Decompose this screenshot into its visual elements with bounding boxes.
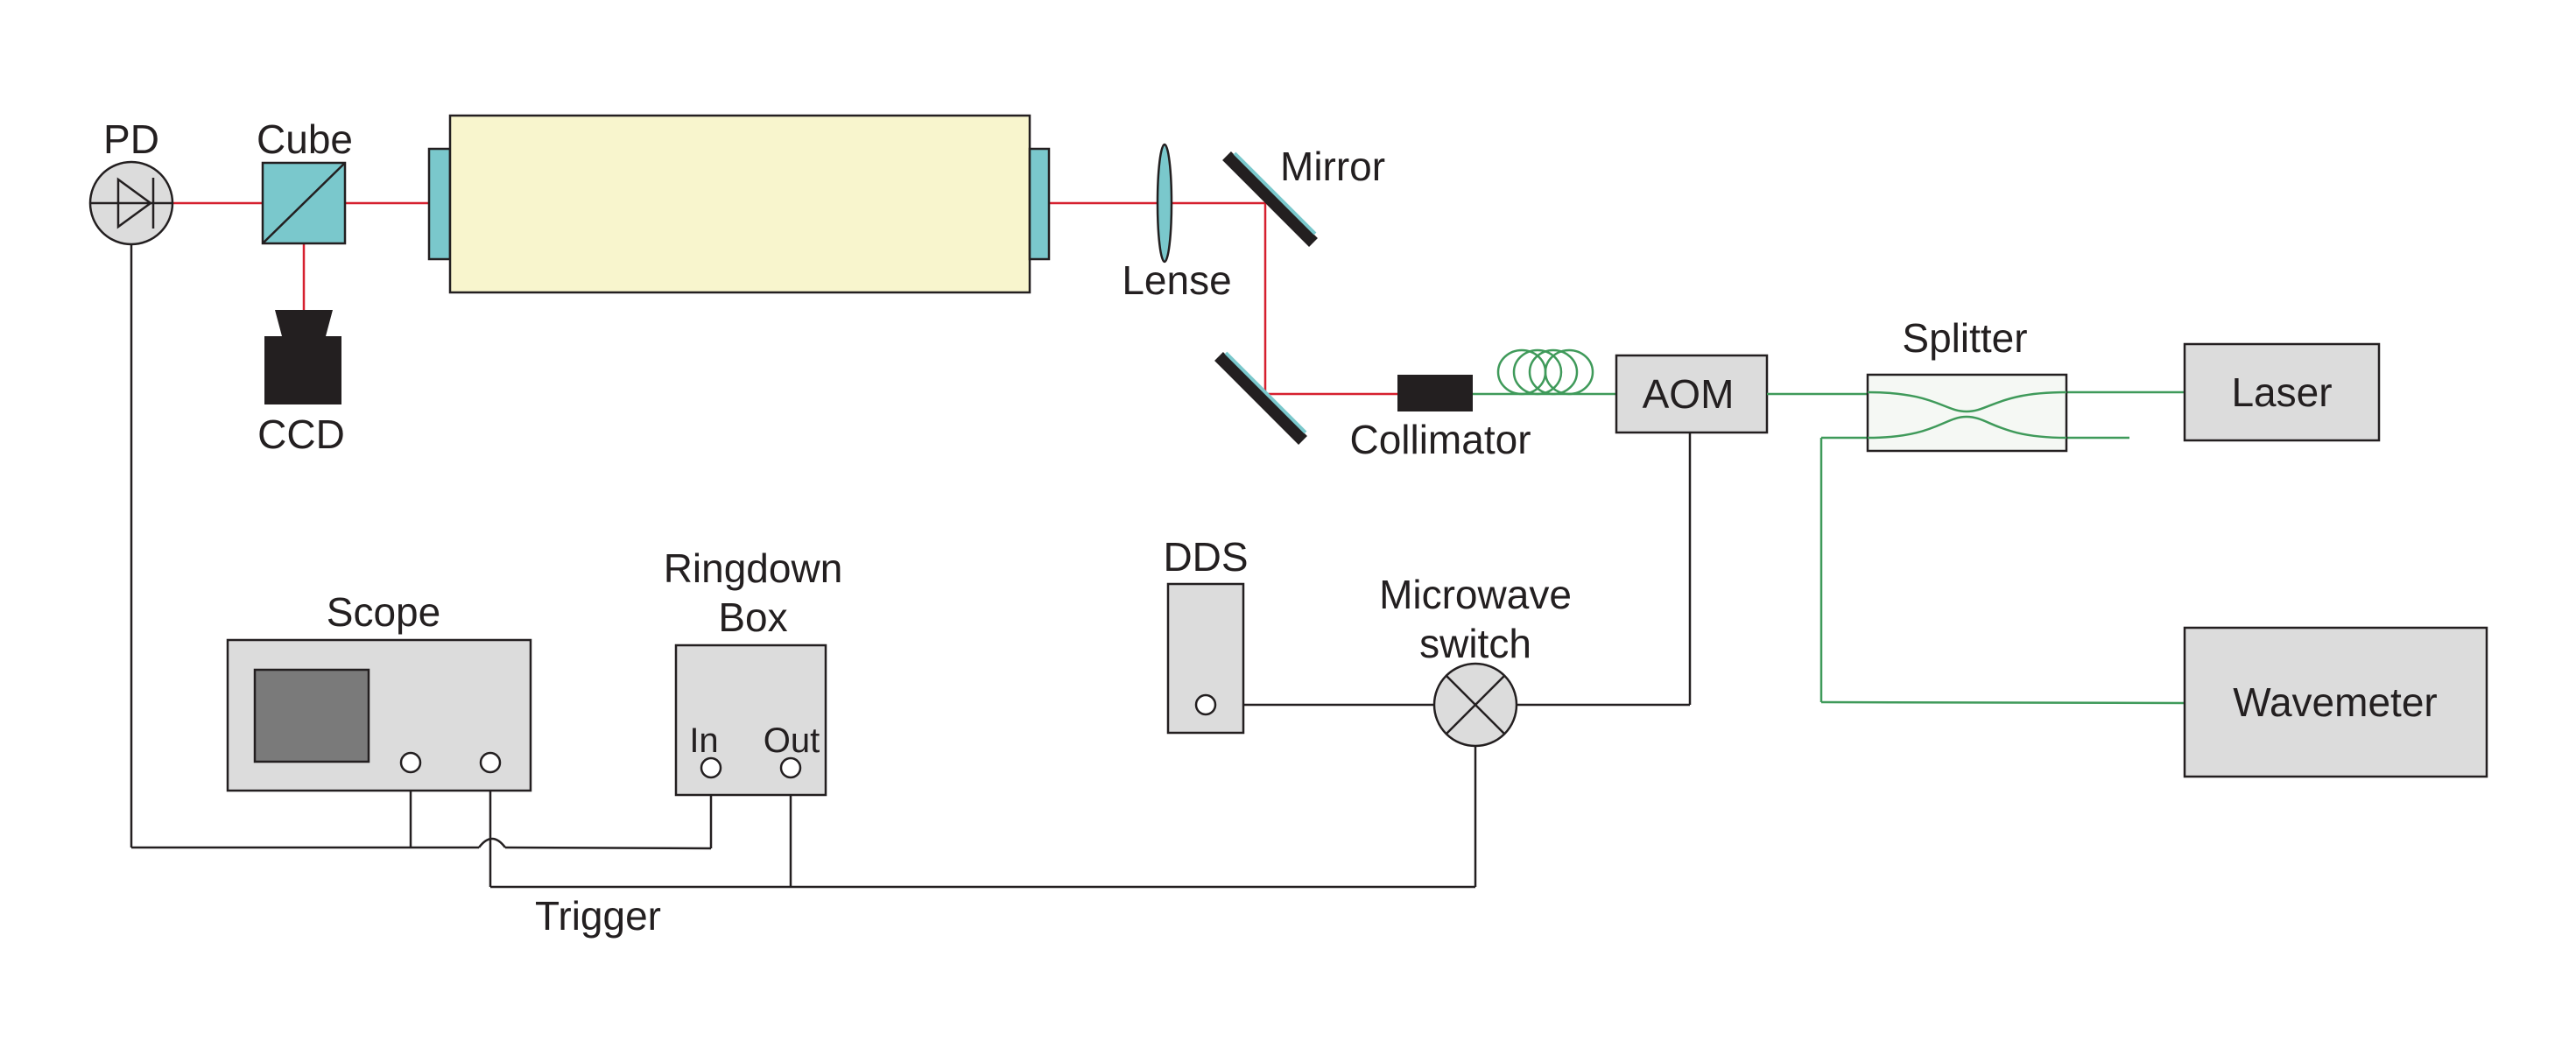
splitter-label: Splitter <box>1902 315 2027 361</box>
beam-splitter-cube-icon <box>261 161 347 245</box>
ringdown-in-port <box>700 756 722 779</box>
ringdown-in-label: In <box>689 721 718 760</box>
microwave-label-line2: switch <box>1419 621 1531 666</box>
cavity-mirror-left <box>427 147 452 261</box>
lens-icon <box>1156 143 1173 264</box>
ringdown-label-line1: Ringdown <box>664 545 843 591</box>
fiber-coil-icon <box>1473 348 1616 396</box>
cavity-body <box>448 114 1031 294</box>
scope-input-1 <box>399 751 422 774</box>
fiber-lines <box>1767 390 2185 705</box>
trigger-label: Trigger <box>535 893 661 939</box>
mirror-bottom-icon <box>1214 351 1307 445</box>
ringdown-box-body <box>674 644 827 797</box>
cube-label: Cube <box>257 116 353 162</box>
dds-output-port <box>1194 693 1217 716</box>
microwave-label-line1: Microwave <box>1379 572 1572 617</box>
lense-label: Lense <box>1122 257 1231 303</box>
scope-screen <box>253 668 370 763</box>
pd-icon <box>88 160 174 246</box>
ringdown-out-port <box>779 756 802 779</box>
laser-box <box>2183 342 2381 442</box>
wavemeter-box <box>2183 626 2488 778</box>
cavity <box>427 114 1051 294</box>
ringdown-box <box>674 644 827 797</box>
wavemeter-label: Wavemeter <box>2233 679 2437 725</box>
splitter <box>1866 373 2068 453</box>
collimator-icon <box>1397 375 1473 411</box>
scope-input-2 <box>479 751 502 774</box>
scope <box>226 638 532 792</box>
mixer-icon <box>1432 662 1518 748</box>
ringdown-label-line2: Box <box>718 594 787 640</box>
mirror-label: Mirror <box>1280 144 1385 189</box>
scope-label: Scope <box>327 589 440 635</box>
aom-label: AOM <box>1643 371 1735 417</box>
cavity-mirror-right <box>1028 147 1051 261</box>
ccd-label: CCD <box>257 411 345 457</box>
collimator-label: Collimator <box>1349 417 1531 462</box>
pd-label: PD <box>103 116 159 162</box>
dds-label: DDS <box>1163 534 1248 580</box>
mirror-top-icon <box>1222 151 1318 247</box>
camera-icon <box>264 310 341 404</box>
splitter-box <box>1866 373 2068 453</box>
laser-label: Laser <box>2231 369 2332 415</box>
ringdown-out-label: Out <box>764 721 820 760</box>
